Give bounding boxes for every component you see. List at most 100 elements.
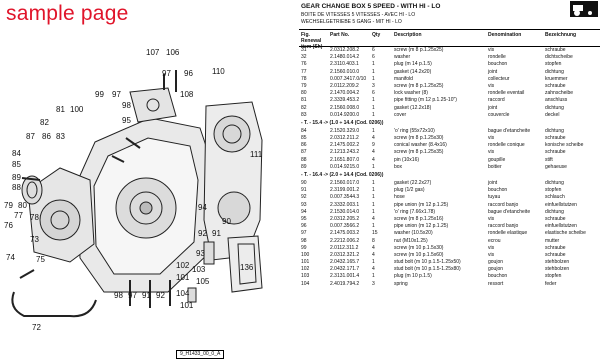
cell-ref: 83 [301, 111, 307, 118]
cell-qty: 1 [372, 111, 375, 118]
cell-description: screw (m 8 p.1.25x35) [394, 149, 444, 156]
cell-qty: 4 [372, 266, 375, 273]
callout-label: 75 [36, 255, 45, 264]
gearbox-illustration: 107 106 97 96 110 99 97 98 95 100 87 86 … [4, 48, 263, 332]
cell-qty: 1 [372, 187, 375, 194]
cell-ref: 85 [301, 135, 307, 142]
callout-label: 105 [196, 277, 210, 286]
col-bez: Bezeichnung [545, 32, 577, 38]
callout-label: 100 [70, 105, 84, 114]
cell-qty: 4 [372, 251, 375, 258]
cell-qty: 1 [372, 75, 375, 82]
col-ref: Fig. Renewal item (Sh) [301, 32, 323, 50]
cell-denomination: bouchon [488, 61, 508, 68]
callout-label: 86 [42, 132, 51, 141]
cell-ref: 93 [301, 201, 307, 208]
callout-label: 90 [222, 217, 231, 226]
sample-watermark: sample page [6, 2, 129, 25]
cell-denomination: joint [488, 68, 498, 75]
cell-denomination: rondelle conique [488, 142, 525, 149]
cell-denomination: rondelle elastique [488, 230, 528, 237]
cell-ref: 82 [301, 104, 307, 111]
col-qty: Qty [372, 32, 381, 38]
cell-denomination: bague d'etancheite [488, 127, 531, 134]
cell-part-number: 0.007.3566.2 [330, 223, 360, 230]
cell-part-number: 2.1213.243.2 [330, 149, 360, 156]
parts-list-panel: GEAR CHANGE BOX 5 SPEED - WITH HI - LO B… [299, 0, 600, 360]
cell-bezeichnung: stehbolzen [545, 266, 570, 273]
cell-bezeichnung: schraube [545, 149, 566, 156]
cell-part-number: 2.1480.014.2 [330, 54, 360, 61]
cell-bezeichnung: dichtung [545, 68, 564, 75]
cell-qty: 1 [372, 180, 375, 186]
page-title: GEAR CHANGE BOX 5 SPEED - WITH HI - LO [301, 3, 441, 10]
cell-qty: 8 [372, 237, 375, 244]
cell-part-number: 2.3199.001.2 [330, 187, 360, 194]
cell-description: stud bolt (m 10 p.1.5-1.25x50) [394, 259, 461, 266]
cell-description: washer [394, 54, 411, 61]
section-header: - T. - 16.4 -> (2.0 ÷ 14.4 (Cod. 0206)) [301, 172, 384, 178]
cell-bezeichnung: konische scheibe [545, 142, 584, 149]
cell-description: gasket (12.2x18) [394, 104, 432, 111]
cell-part-number: 2.0432.171.7 [330, 266, 360, 273]
cell-ref: 89 [301, 163, 307, 170]
cell-ref: 101 [301, 259, 310, 266]
cell-description: plug (m 14 p.1.5) [394, 61, 432, 68]
cell-part-number: 2.4019.794.2 [330, 280, 360, 287]
cell-description: cover [394, 111, 407, 118]
cell-bezeichnung: gehaeuse [545, 163, 567, 170]
cell-denomination: ressort [488, 280, 504, 287]
cell-description: plug (m 10 p.1.5) [394, 273, 432, 280]
cell-bezeichnung: schraube [545, 135, 566, 142]
cell-denomination: vis [488, 135, 495, 142]
callout-label: 94 [198, 203, 207, 212]
cell-ref: 97 [301, 230, 307, 237]
callout-label: 98 [122, 101, 131, 110]
cell-qty: 1 [372, 201, 375, 208]
cell-bezeichnung: deckel [545, 111, 560, 118]
cell-description: screw (m 8 p.1.25x30) [394, 135, 444, 142]
cell-part-number: 0.014.9215.0 [330, 163, 360, 170]
callout-label: 76 [4, 221, 13, 230]
callout-label: 96 [184, 69, 193, 78]
cell-description: lock washer (8) [394, 90, 428, 97]
cell-denomination: ecrou [488, 237, 501, 244]
cell-ref: 98 [301, 237, 307, 244]
cell-ref: 80 [301, 90, 307, 97]
cell-ref: 87 [301, 149, 307, 156]
cell-ref: 81 [301, 97, 307, 104]
callout-label: 83 [56, 132, 65, 141]
cell-part-number: 2.1560.008.0 [330, 104, 360, 111]
cell-part-number: 2.1470.004.2 [330, 90, 360, 97]
callout-label: 73 [30, 235, 39, 244]
cell-description: 'o' ring (55x72x10) [394, 127, 435, 134]
cell-bezeichnung: schlauch [545, 194, 565, 201]
cell-bezeichnung: stopfen [545, 61, 562, 68]
cell-qty: 4 [372, 135, 375, 142]
cell-qty: 1 [372, 273, 375, 280]
cell-part-number: 2.0312.205.2 [330, 215, 360, 222]
callout-label: 106 [166, 48, 180, 57]
cell-ref: 84 [301, 127, 307, 134]
cell-ref: 91 [301, 187, 307, 194]
cell-bezeichnung: anschluss [545, 97, 568, 104]
cell-denomination: raccord banjo [488, 201, 519, 208]
cell-bezeichnung: stopfen [545, 187, 562, 194]
cell-part-number: 2.1520.329.0 [330, 127, 360, 134]
callout-label: 107 [146, 48, 160, 57]
cell-denomination: vis [488, 149, 495, 156]
cell-ref: 94 [301, 208, 307, 215]
callout-label: 93 [196, 249, 205, 258]
callout-label: 101 [180, 301, 194, 310]
table-header: Fig. Renewal item (Sh) Part No. Qty Desc… [299, 29, 600, 50]
